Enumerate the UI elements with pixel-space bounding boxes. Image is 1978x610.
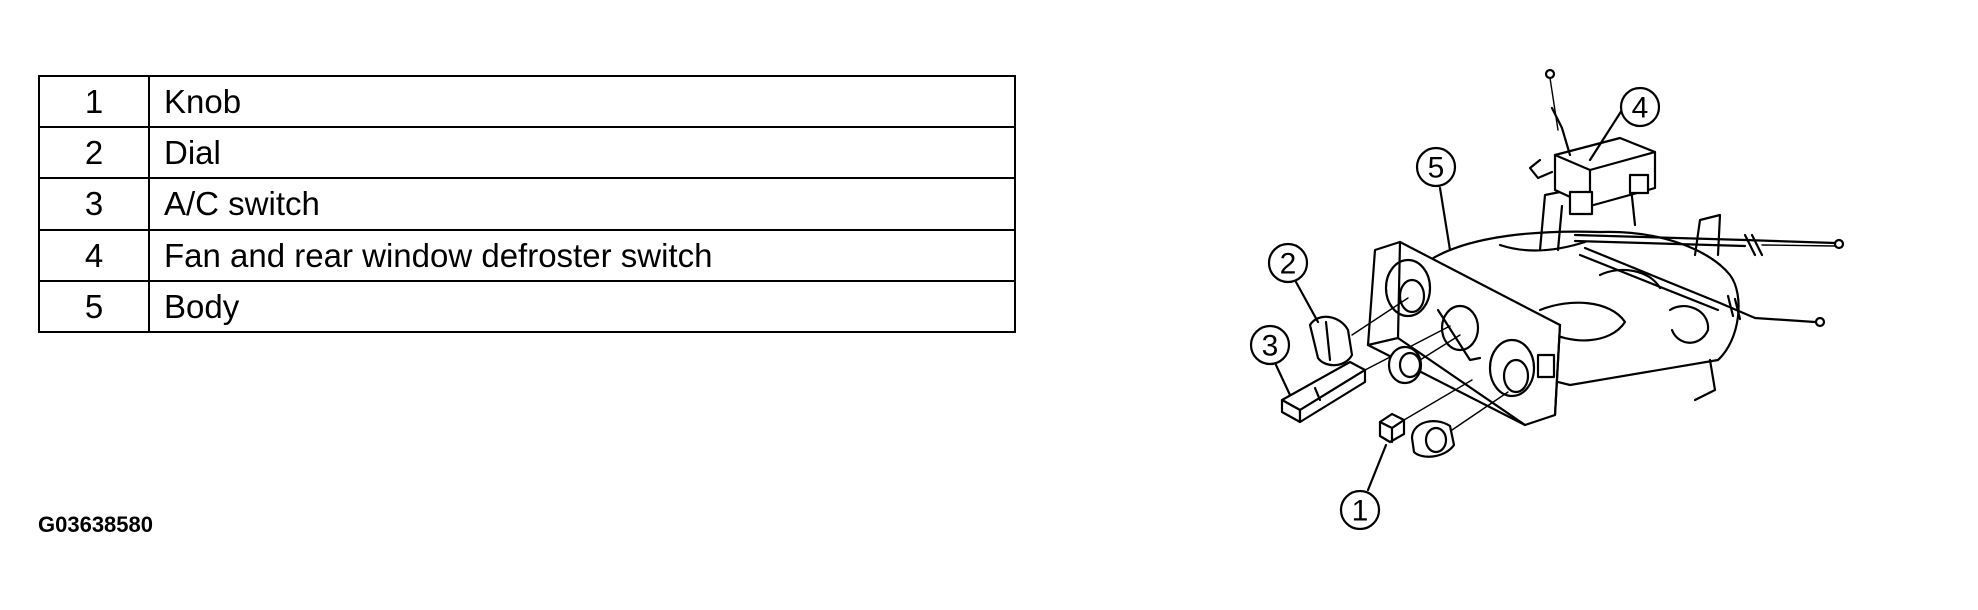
ac-switch-part — [1280, 325, 1451, 424]
legend-number: 1 — [38, 74, 150, 129]
callout-3: 3 — [1249, 324, 1292, 397]
knob-part — [1378, 379, 1473, 444]
dial-part — [1308, 297, 1409, 367]
callout-4: 4 — [1588, 86, 1661, 162]
callout-label: 1 — [1352, 495, 1369, 528]
callout-label: 5 — [1428, 152, 1445, 185]
callout-2: 2 — [1267, 242, 1320, 324]
legend-row: 4 Fan and rear window defroster switch — [38, 228, 1016, 282]
callout-label: 3 — [1262, 330, 1279, 363]
legend-label: A/C switch — [148, 177, 1016, 231]
bottom-knob-part — [1410, 391, 1509, 458]
legend-label: Fan and rear window defroster switch — [148, 228, 1016, 282]
legend-row: 2 Dial — [38, 126, 1016, 180]
center-knob-part — [1387, 334, 1461, 385]
front-panel — [1366, 240, 1562, 427]
legend-number: 5 — [38, 279, 150, 334]
callout-5: 5 — [1415, 146, 1457, 252]
callout-label: 4 — [1632, 92, 1649, 125]
legend-number: 2 — [38, 126, 150, 180]
heater-control-exploded-diagram: 1 2 3 4 5 — [1249, 68, 1845, 530]
legend-label: Dial — [148, 126, 1016, 180]
legend-number: 3 — [38, 177, 150, 231]
legend-row: 5 Body — [38, 279, 1016, 334]
parts-legend-table: 1 Knob 2 Dial 3 A/C switch 4 Fan and rea… — [38, 74, 1016, 334]
legend-row: 1 Knob — [38, 74, 1016, 129]
callout-label: 2 — [1280, 248, 1297, 281]
legend-row: 3 A/C switch — [38, 177, 1016, 231]
legend-label: Body — [148, 279, 1016, 334]
legend-number: 4 — [38, 228, 150, 282]
figure-id: G03638580 — [38, 512, 153, 537]
legend-label: Knob — [148, 74, 1016, 129]
control-cables — [1573, 233, 1845, 328]
callout-1: 1 — [1339, 443, 1388, 530]
fan-defroster-switch — [1528, 68, 1657, 216]
